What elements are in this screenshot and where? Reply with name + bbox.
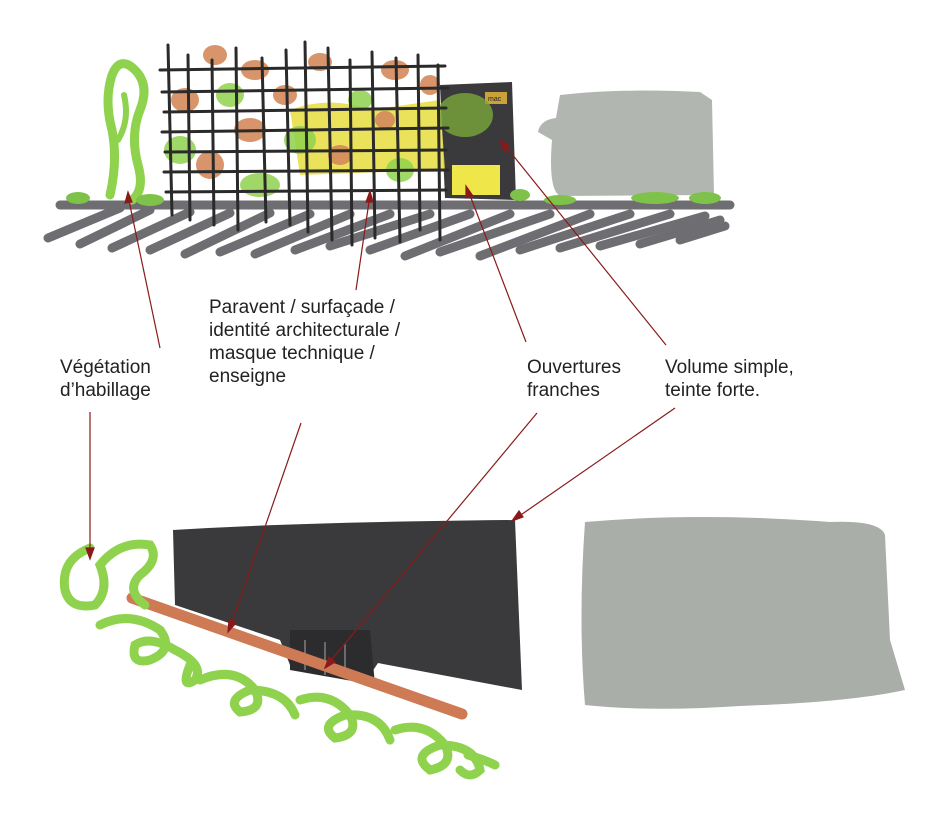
label-paravent-line-4: enseigne	[209, 366, 287, 387]
vegetation-climber	[103, 59, 149, 205]
elevation-sketch: mac	[43, 40, 735, 261]
dark-volume-plan	[173, 520, 522, 690]
label-ouvertures-line-2: franches	[527, 380, 600, 401]
label-volume-line-1: Volume simple,	[665, 357, 794, 378]
paravent-lattice	[158, 40, 450, 247]
label-vegetation: Végétation d’habillage	[60, 356, 151, 402]
annotation-lines	[85, 138, 676, 670]
label-ouvertures-line-1: Ouvertures	[527, 357, 621, 378]
label-paravent-line-1: Paravent / surfaçade /	[209, 297, 395, 318]
grey-volume-elevation	[538, 90, 714, 196]
label-vegetation-line-1: Végétation	[60, 357, 151, 378]
label-vegetation-line-2: d’habillage	[60, 380, 151, 401]
sign-plate	[485, 92, 507, 104]
label-paravent-line-2: identité architecturale /	[209, 320, 401, 341]
paravent-bar-plan	[126, 592, 468, 720]
plan-sketch	[59, 517, 905, 780]
label-volume-line-2: teinte forte.	[665, 380, 761, 401]
yellow-opening	[452, 165, 500, 195]
ground-hatching	[43, 200, 735, 261]
ground-vegetation	[66, 189, 721, 206]
vegetation-chain-plan	[59, 539, 500, 780]
sign-text: mac	[488, 96, 502, 103]
label-paravent: Paravent / surfaçade / identité architec…	[209, 296, 400, 388]
label-volume: Volume simple, teinte forte.	[665, 356, 794, 402]
label-ouvertures: Ouvertures franches	[527, 356, 621, 402]
label-paravent-line-3: masque technique /	[209, 343, 375, 364]
grey-volume-plan	[581, 517, 905, 709]
